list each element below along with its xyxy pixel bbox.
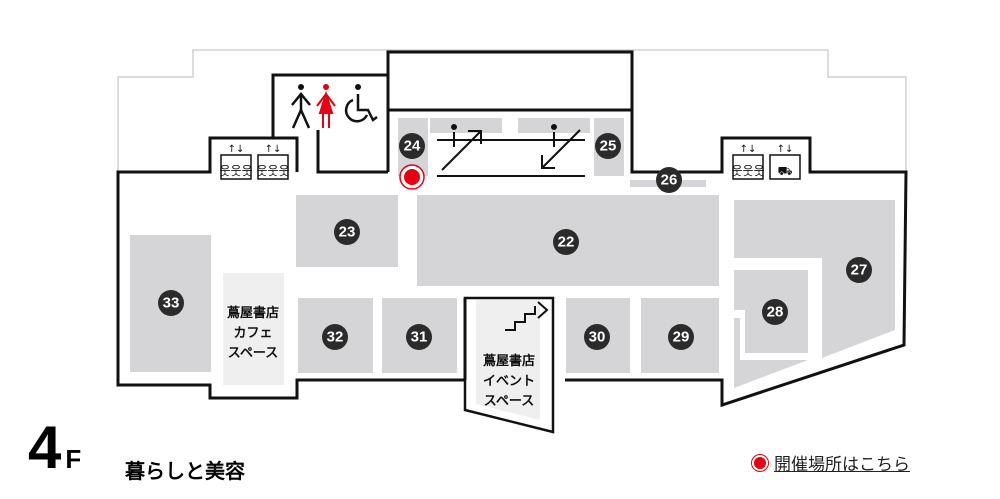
svg-text:イベント: イベント (483, 374, 535, 389)
shop-badge-31[interactable]: 31 (406, 324, 432, 350)
svg-text:33: 33 (163, 295, 180, 312)
elevator-icons: ↑↓ ↑↓ ↑↓ ↑↓ 웃웃웃 웃웃웃 웃웃웃 ⛟ (219, 144, 801, 180)
womens-restroom-icon (316, 84, 336, 128)
svg-text:31: 31 (411, 329, 428, 346)
svg-text:スペース: スペース (484, 394, 534, 409)
shop-badge-29[interactable]: 29 (668, 324, 694, 350)
svg-text:23: 23 (339, 224, 356, 241)
svg-text:↑↓: ↑↓ (777, 144, 794, 155)
escalator-icons (437, 124, 585, 177)
svg-text:웃웃웃: 웃웃웃 (256, 164, 289, 178)
svg-text:↑↓: ↑↓ (228, 144, 245, 155)
walls (116, 50, 908, 434)
svg-text:웃웃웃: 웃웃웃 (731, 164, 764, 178)
svg-text:25: 25 (600, 138, 617, 155)
stairs-icon (505, 306, 536, 331)
wheelchair-icon (344, 84, 378, 123)
svg-text:↑↓: ↑↓ (265, 144, 282, 155)
svg-text:29: 29 (673, 329, 690, 346)
event-location-marker[interactable] (399, 164, 425, 190)
svg-text:32: 32 (327, 329, 344, 346)
shop-badge-25[interactable]: 25 (595, 133, 621, 159)
svg-text:30: 30 (589, 329, 606, 346)
mens-restroom-icon (291, 84, 311, 129)
building-outline (117, 49, 907, 172)
svg-text:蔦屋書店: 蔦屋書店 (483, 353, 535, 369)
shop-badge-30[interactable]: 30 (584, 324, 610, 350)
shop-badge-33[interactable]: 33 (158, 290, 184, 316)
svg-text:スペース: スペース (228, 346, 278, 361)
event-space-label: 蔦屋書店 イベント スペース (483, 353, 535, 409)
restroom-icons (291, 84, 378, 129)
svg-text:⛟: ⛟ (777, 164, 792, 178)
svg-text:↑↓: ↑↓ (740, 144, 757, 155)
venue-legend-label[interactable]: 開催場所はこちら (774, 455, 910, 475)
venue-legend-link[interactable]: 開催場所はこちら (754, 450, 910, 475)
shop-badge-22[interactable]: 22 (553, 229, 579, 255)
cafe-space-label: 蔦屋書店 カフェ スペース (227, 305, 279, 361)
svg-text:蔦屋書店: 蔦屋書店 (227, 305, 279, 321)
shop-badge-27[interactable]: 27 (846, 257, 872, 283)
shop-blocks (130, 118, 895, 420)
svg-text:27: 27 (851, 262, 868, 279)
venue-marker-icon (754, 456, 766, 469)
shop-badge-32[interactable]: 32 (322, 324, 348, 350)
shop-badge-28[interactable]: 28 (762, 299, 788, 325)
svg-text:26: 26 (661, 172, 678, 189)
svg-text:22: 22 (558, 234, 575, 251)
shop-badge-24[interactable]: 24 (399, 133, 425, 159)
floor-category: 暮らしと美容 (125, 459, 245, 483)
shop-badge-23[interactable]: 23 (334, 219, 360, 245)
svg-text:웃웃웃: 웃웃웃 (219, 164, 252, 178)
shop-badge-26[interactable]: 26 (656, 167, 682, 193)
svg-text:24: 24 (404, 138, 421, 155)
svg-text:カフェ: カフェ (233, 326, 272, 341)
svg-text:28: 28 (767, 304, 784, 321)
